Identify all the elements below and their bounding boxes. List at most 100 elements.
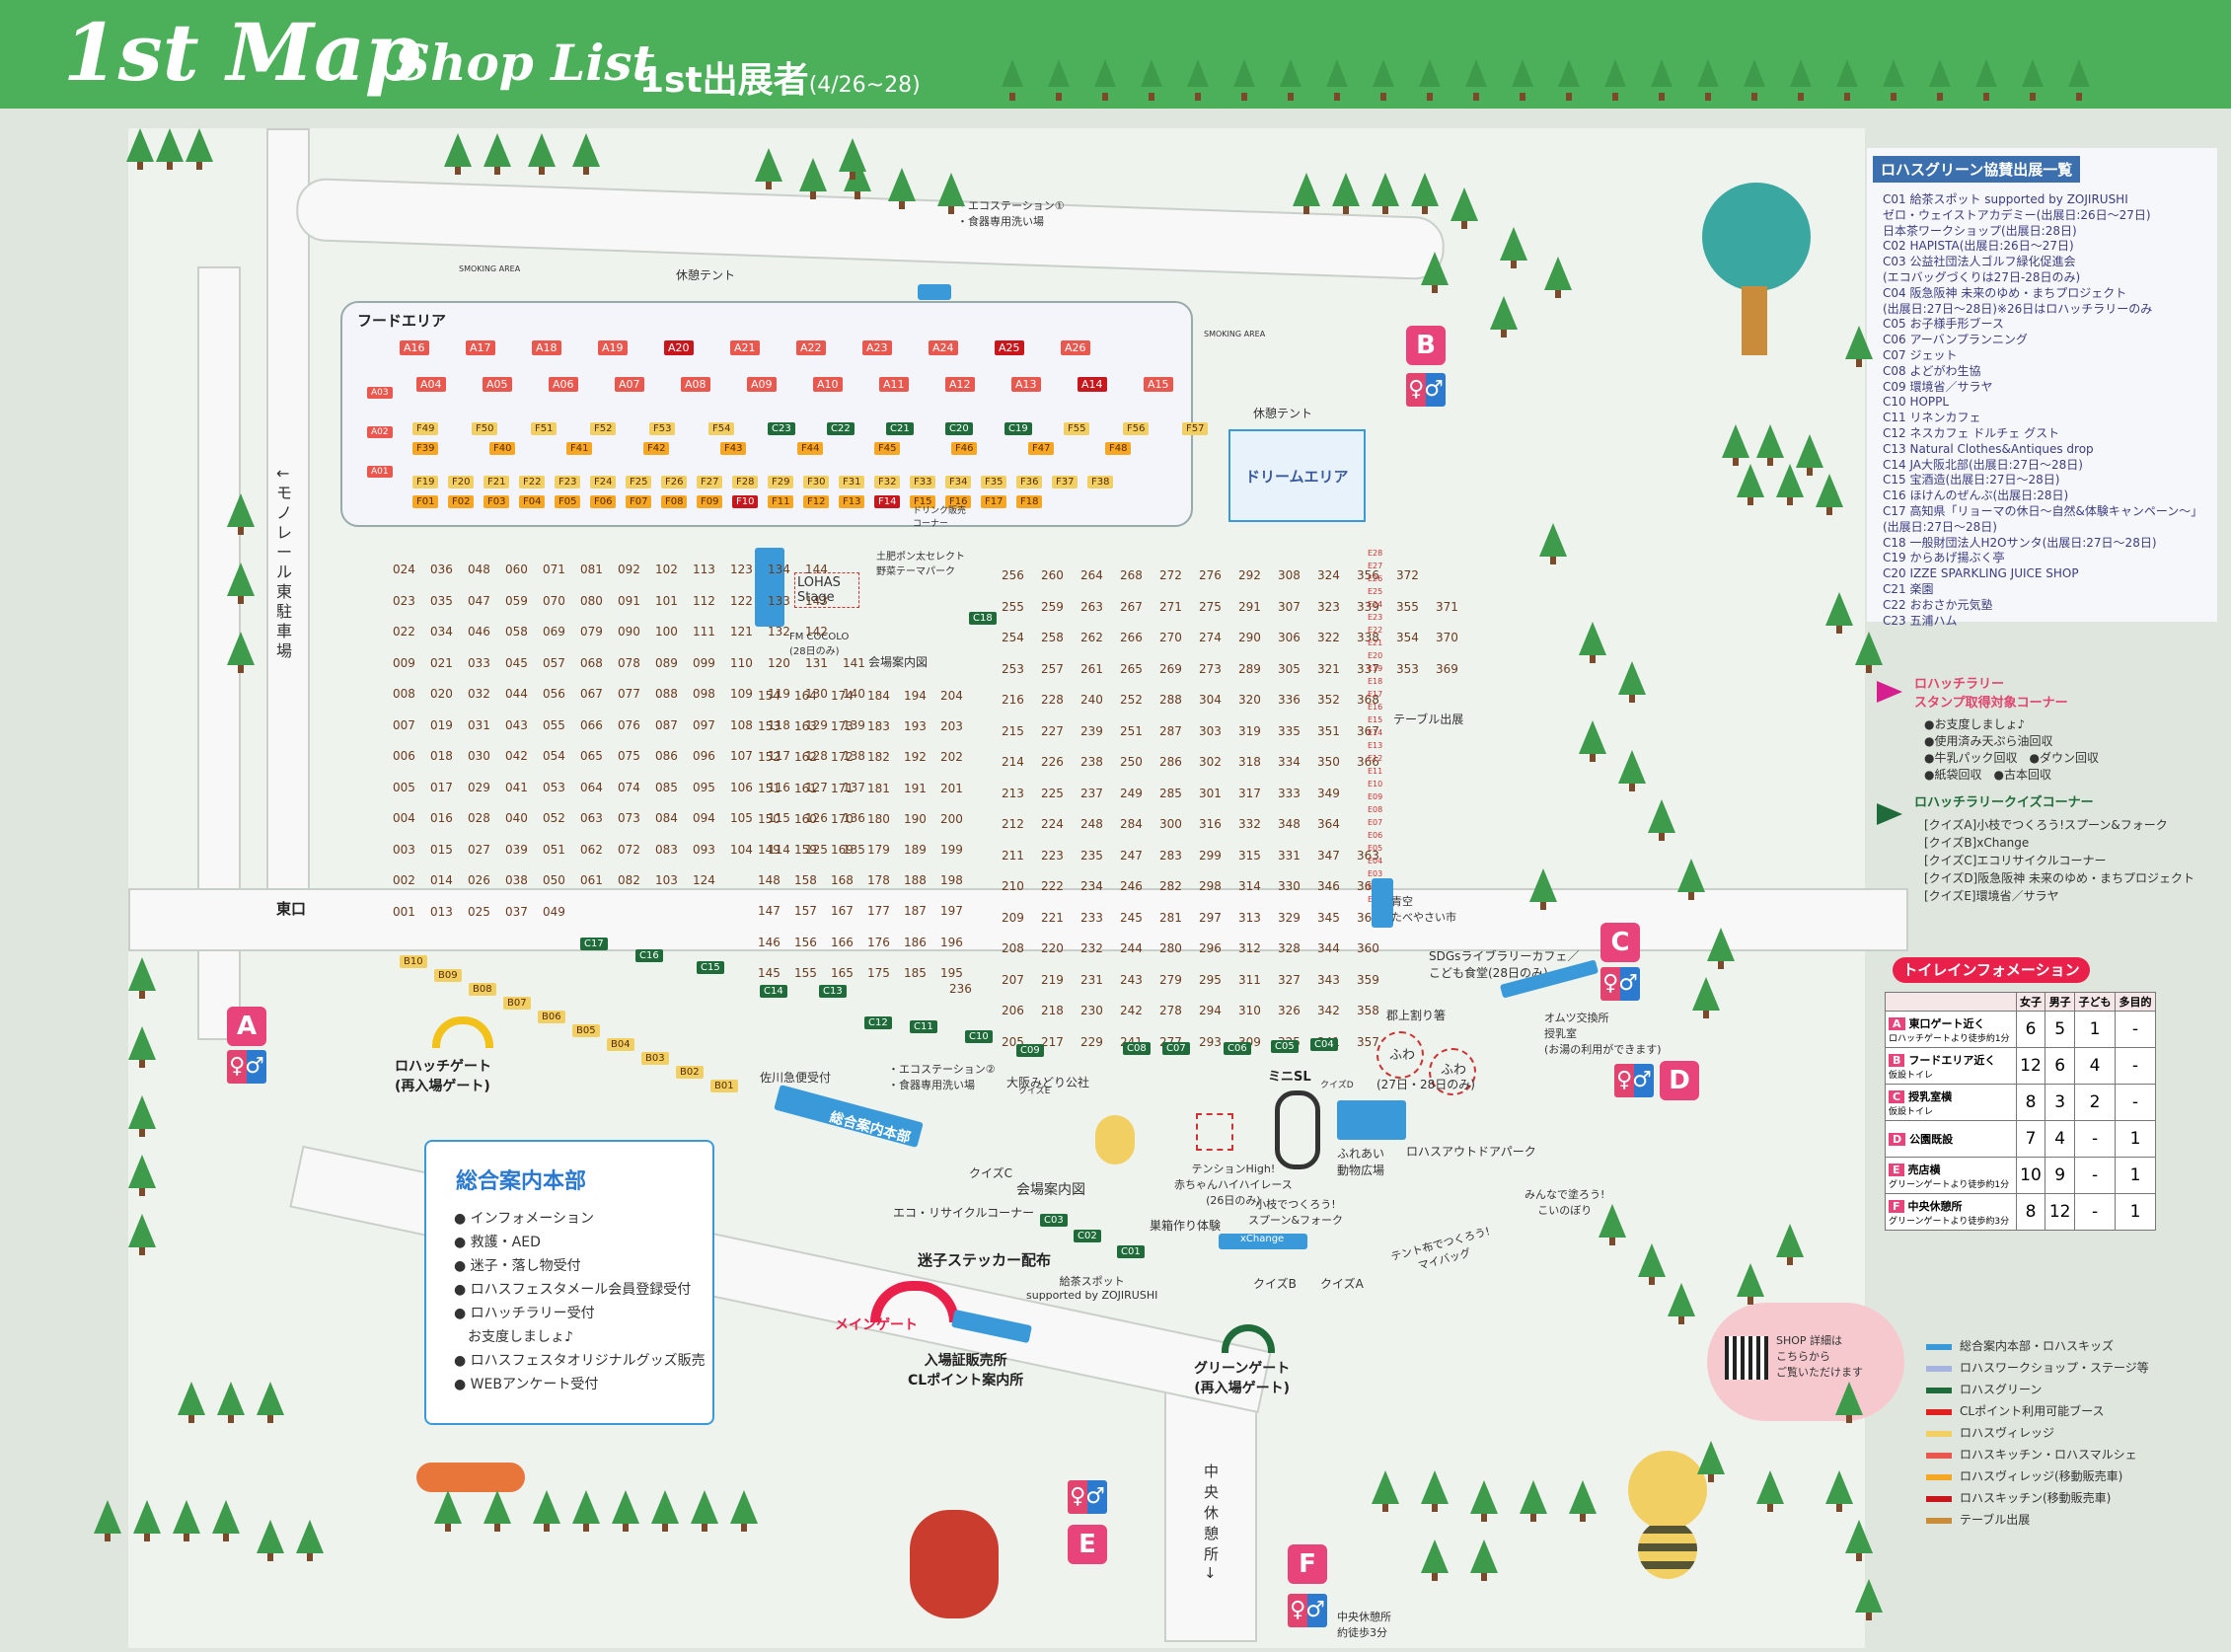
shop-booth[interactable]: 182 — [867, 750, 890, 765]
shop-booth[interactable]: 203 — [940, 719, 963, 734]
shop-booth[interactable]: 307 — [1278, 599, 1301, 614]
c-booth[interactable]: C02 — [1074, 1230, 1101, 1242]
e-booth[interactable]: E03 — [1368, 869, 1383, 878]
shop-booth[interactable]: 324 — [1317, 568, 1340, 582]
shop-booth[interactable]: 290 — [1238, 631, 1261, 644]
shop-booth[interactable]: 242 — [1120, 1004, 1143, 1017]
village-booth[interactable]: F14 — [874, 495, 901, 508]
shop-booth[interactable]: 239 — [1080, 723, 1103, 738]
shop-booth[interactable]: 007 — [393, 717, 415, 732]
shop-booth[interactable]: 237 — [1080, 786, 1103, 800]
village-booth[interactable]: F16 — [945, 495, 972, 508]
shop-booth[interactable]: 042 — [505, 749, 528, 763]
e-booth[interactable]: E11 — [1368, 767, 1383, 776]
e-booth[interactable]: E14 — [1368, 728, 1383, 737]
shop-booth[interactable]: 134 — [768, 563, 790, 576]
shop-booth[interactable]: 350 — [1317, 755, 1340, 769]
shop-booth[interactable]: 158 — [794, 873, 817, 888]
shop-booth[interactable]: 113 — [693, 563, 715, 576]
shop-booth[interactable]: 136 — [843, 811, 865, 825]
c-booth[interactable]: C03 — [1040, 1214, 1068, 1227]
village-booth[interactable]: F57 — [1182, 422, 1209, 435]
shop-booth[interactable]: 002 — [393, 873, 415, 887]
e-booth[interactable]: E06 — [1368, 831, 1383, 840]
e-booth[interactable]: E20 — [1368, 651, 1383, 660]
shop-booth[interactable]: 065 — [580, 749, 603, 763]
shop-booth[interactable]: 019 — [430, 717, 453, 732]
e-booth[interactable]: E08 — [1368, 805, 1383, 814]
shop-booth[interactable]: 251 — [1120, 723, 1143, 738]
village-booth[interactable]: F24 — [590, 476, 617, 488]
shop-booth[interactable]: 353 — [1396, 661, 1419, 676]
shop-booth[interactable]: 286 — [1159, 755, 1182, 769]
shop-booth[interactable]: 054 — [543, 749, 565, 763]
c-booth[interactable]: C16 — [635, 949, 663, 962]
food-booth[interactable]: A01 — [367, 466, 393, 478]
village-booth[interactable]: F29 — [768, 476, 794, 488]
shop-booth[interactable]: 275 — [1199, 599, 1222, 614]
shop-booth[interactable]: 173 — [831, 719, 854, 734]
shop-booth[interactable]: 360 — [1357, 941, 1379, 955]
shop-booth[interactable]: 355 — [1396, 599, 1419, 614]
shop-booth[interactable]: 110 — [730, 655, 753, 670]
shop-booth[interactable]: 130 — [805, 687, 828, 701]
shop-booth[interactable]: 193 — [904, 719, 927, 734]
shop-booth[interactable]: 104 — [730, 842, 753, 857]
shop-booth[interactable]: 179 — [867, 843, 890, 857]
shop-booth[interactable]: 344 — [1317, 941, 1340, 955]
shop-booth[interactable]: 151 — [758, 781, 781, 795]
shop-booth[interactable]: 201 — [940, 781, 963, 795]
shop-booth[interactable]: 257 — [1041, 661, 1064, 676]
shop-booth[interactable]: 004 — [393, 811, 415, 825]
shop-booth[interactable]: 095 — [693, 780, 715, 794]
shop-booth[interactable]: 103 — [655, 873, 678, 887]
shop-booth[interactable]: 070 — [543, 593, 565, 608]
food-booth[interactable]: A03 — [367, 387, 393, 399]
shop-booth[interactable]: 088 — [655, 687, 678, 701]
shop-booth[interactable]: 352 — [1317, 693, 1340, 707]
e-booth[interactable]: E16 — [1368, 703, 1383, 712]
b-booth[interactable]: B04 — [607, 1038, 634, 1051]
shop-booth[interactable]: 342 — [1317, 1004, 1340, 1017]
village-booth[interactable]: F11 — [768, 495, 794, 508]
b-booth[interactable]: B09 — [434, 969, 462, 982]
shop-booth[interactable]: 367 — [1357, 723, 1379, 738]
shop-booth[interactable]: 240 — [1080, 693, 1103, 707]
shop-booth[interactable]: 099 — [693, 655, 715, 670]
shop-booth[interactable]: 111 — [693, 625, 715, 638]
shop-booth[interactable]: 069 — [543, 625, 565, 638]
shop-booth[interactable]: 288 — [1159, 693, 1182, 707]
shop-booth[interactable]: 317 — [1238, 786, 1261, 800]
shop-booth[interactable]: 091 — [618, 593, 640, 608]
shop-booth[interactable]: 326 — [1278, 1004, 1301, 1017]
shop-booth[interactable]: 140 — [843, 687, 865, 701]
shop-booth[interactable]: 109 — [730, 687, 753, 701]
shop-booth[interactable]: 077 — [618, 687, 640, 701]
shop-booth[interactable]: 372 — [1396, 568, 1419, 582]
village-booth[interactable]: F07 — [626, 495, 652, 508]
village-booth[interactable]: F39 — [412, 442, 439, 455]
village-booth[interactable]: F43 — [720, 442, 747, 455]
toilet-marker-d[interactable]: D — [1660, 1061, 1699, 1100]
shop-booth[interactable]: 258 — [1041, 631, 1064, 644]
shop-booth[interactable]: 150 — [758, 811, 781, 826]
shop-booth[interactable]: 332 — [1238, 817, 1261, 831]
shop-booth[interactable]: 041 — [505, 780, 528, 794]
shop-booth[interactable]: 358 — [1357, 1004, 1379, 1017]
shop-booth[interactable]: 204 — [940, 689, 963, 703]
shop-booth[interactable]: 178 — [867, 873, 890, 888]
shop-booth[interactable]: 174 — [831, 689, 854, 703]
shop-booth[interactable]: 329 — [1278, 910, 1301, 925]
shop-booth[interactable]: 043 — [505, 717, 528, 732]
shop-booth[interactable]: 138 — [843, 749, 865, 763]
food-booth[interactable]: A12 — [945, 377, 975, 392]
shop-booth[interactable]: 218 — [1041, 1004, 1064, 1017]
shop-booth[interactable]: 346 — [1317, 879, 1340, 893]
shop-booth[interactable]: 189 — [904, 843, 927, 857]
shop-booth[interactable]: 364 — [1317, 817, 1340, 831]
shop-booth[interactable]: 105 — [730, 811, 753, 825]
shop-booth[interactable]: 212 — [1002, 817, 1024, 831]
shop-booth[interactable]: 220 — [1041, 941, 1064, 955]
food-booth[interactable]: A22 — [796, 340, 826, 355]
village-booth[interactable]: F55 — [1064, 422, 1090, 435]
